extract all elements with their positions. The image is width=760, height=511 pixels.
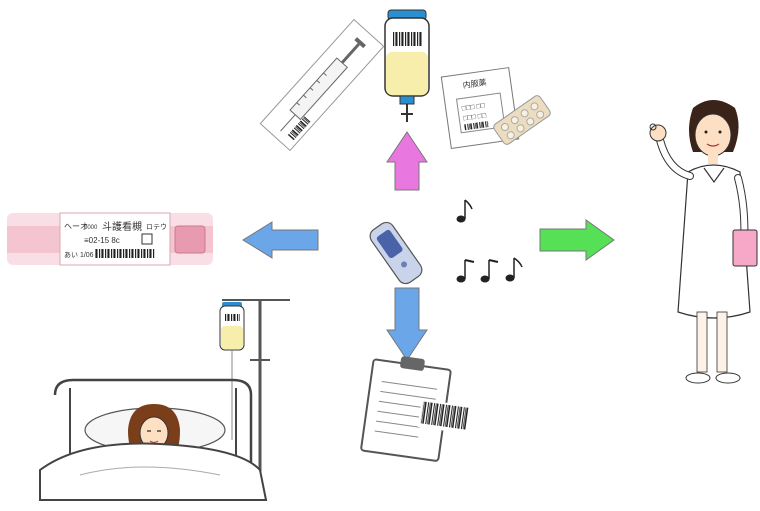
syringe-package-icon: [259, 18, 385, 152]
music-note: [456, 199, 473, 223]
med-package-header: 内服薬: [462, 77, 487, 90]
arrow-down: [386, 287, 428, 361]
blister-pack-icon: [493, 95, 551, 145]
music-note: [480, 259, 499, 283]
wristband-id: ≡02-15 8c: [84, 236, 120, 245]
nurse-ok-gesture-icon: [649, 100, 758, 384]
wristband-barcode: [95, 249, 155, 258]
wristband-label-3: ロテウ: [146, 223, 167, 231]
music-note: [456, 259, 475, 283]
med-package-line2: □□□ □□: [463, 112, 488, 122]
handheld-barcode-scanner-icon: [369, 221, 423, 285]
clipboard-barcode-icon: [360, 356, 472, 462]
arrow-right: [539, 219, 615, 261]
arrow-left: [242, 221, 319, 259]
wristband-label-2: 0000: [84, 225, 98, 231]
scanner-screen: [376, 229, 403, 259]
iv-bag-icon: [219, 302, 245, 440]
wristband-date: あい 1/06: [64, 251, 94, 259]
arrow-up: [386, 131, 428, 191]
iv-bag-icon: [384, 9, 430, 122]
nurse-folder: [732, 229, 758, 267]
music-note: [505, 257, 523, 282]
wristband-label-1: ヘーオ: [64, 222, 88, 231]
patient-in-bed-with-iv-icon: [39, 299, 290, 501]
med-package-line1: □□□ □□: [461, 102, 486, 112]
patient-wristband-icon: ヘーオ 0000 斗護看槻 ロテウ ≡02-15 8c あい 1/06: [7, 212, 213, 266]
musical-notes-icon: [456, 199, 523, 283]
medicine-package-icon: 内服薬 □□□ □□ □□□ □□: [440, 67, 551, 149]
wristband-name: 斗護看槻: [102, 220, 142, 233]
clipboard-barcode: [420, 401, 469, 430]
